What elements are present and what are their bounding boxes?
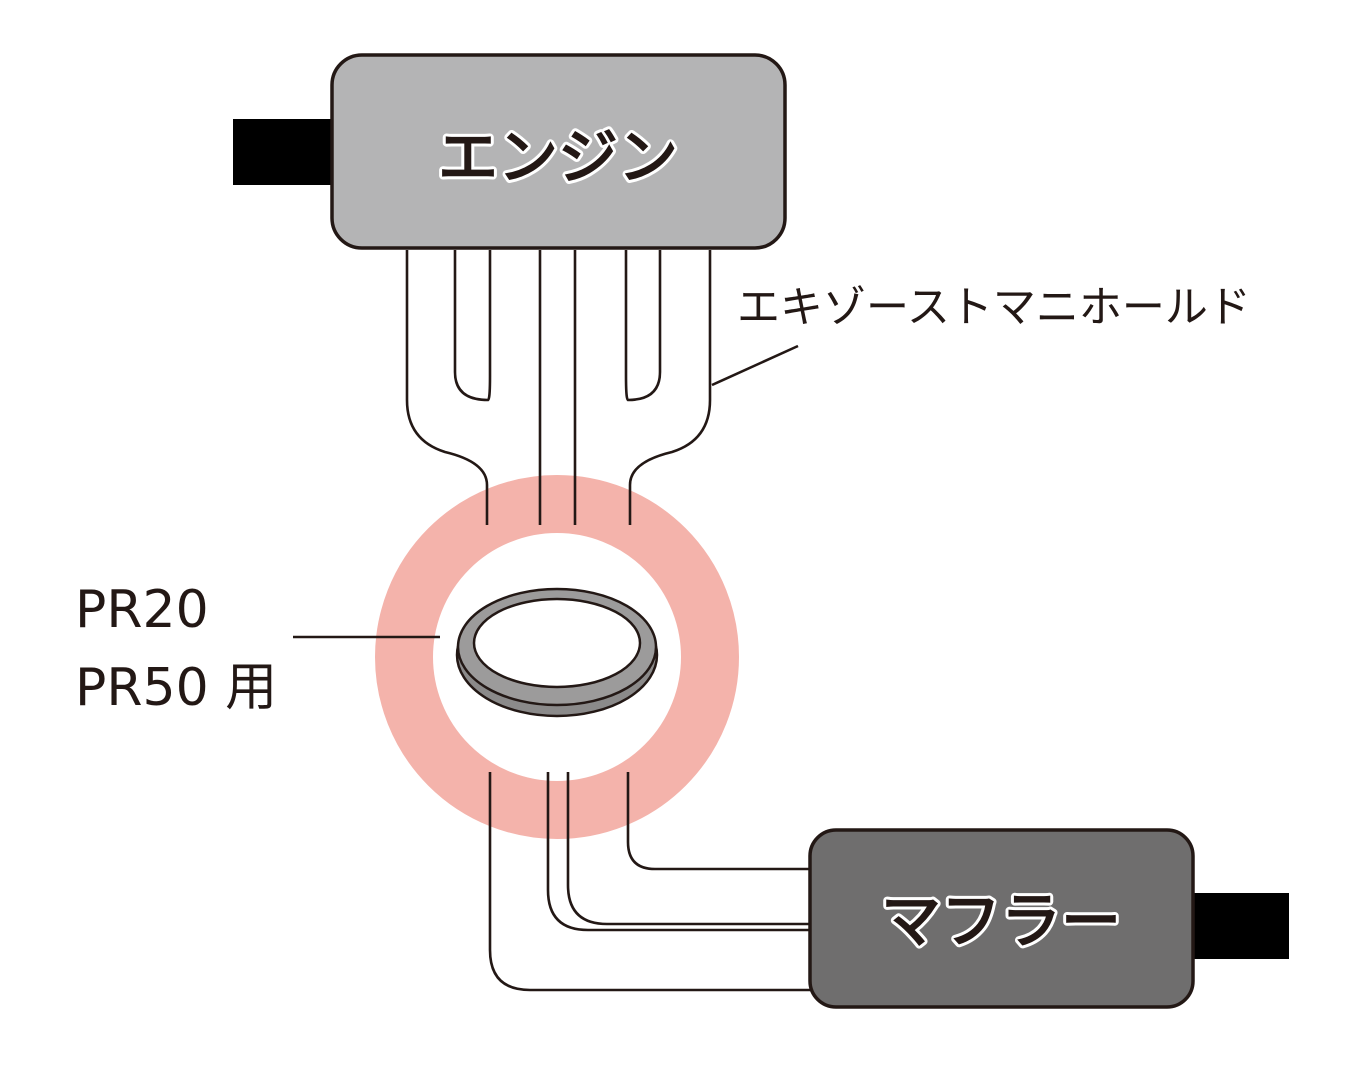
engine-label: エンジン — [438, 123, 678, 193]
muffler-tail-block — [1190, 893, 1289, 959]
manifold-label: エキゾーストマニホールド — [737, 283, 1251, 333]
gasket-ring-hole — [472, 597, 642, 689]
muffler-label: マフラー — [881, 887, 1121, 957]
gasket-label-line1: PR20 — [75, 580, 209, 640]
muffler-pipe-3 — [566, 772, 812, 926]
exhaust-pipes-to-muffler — [488, 772, 812, 992]
gasket-label-line2: PR50 用 — [75, 658, 277, 718]
muffler-box — [808, 828, 1195, 1009]
manifold-pipe-outer-left — [405, 250, 489, 525]
engine-box — [330, 53, 787, 250]
gasket-highlight-ring — [375, 475, 739, 839]
engine-shaft-block — [233, 119, 335, 185]
muffler-pipe-4 — [626, 772, 812, 871]
manifold-pipe-inner-right — [624, 250, 662, 402]
muffler-pipe-2 — [546, 772, 812, 932]
exhaust-manifold — [405, 250, 712, 525]
manifold-pipe-inner-left — [453, 250, 492, 402]
manifold-pipe-outer-right — [628, 250, 712, 525]
manifold-leader-line — [711, 344, 799, 387]
muffler-pipe-1 — [488, 772, 812, 992]
gasket-ring — [455, 587, 659, 718]
